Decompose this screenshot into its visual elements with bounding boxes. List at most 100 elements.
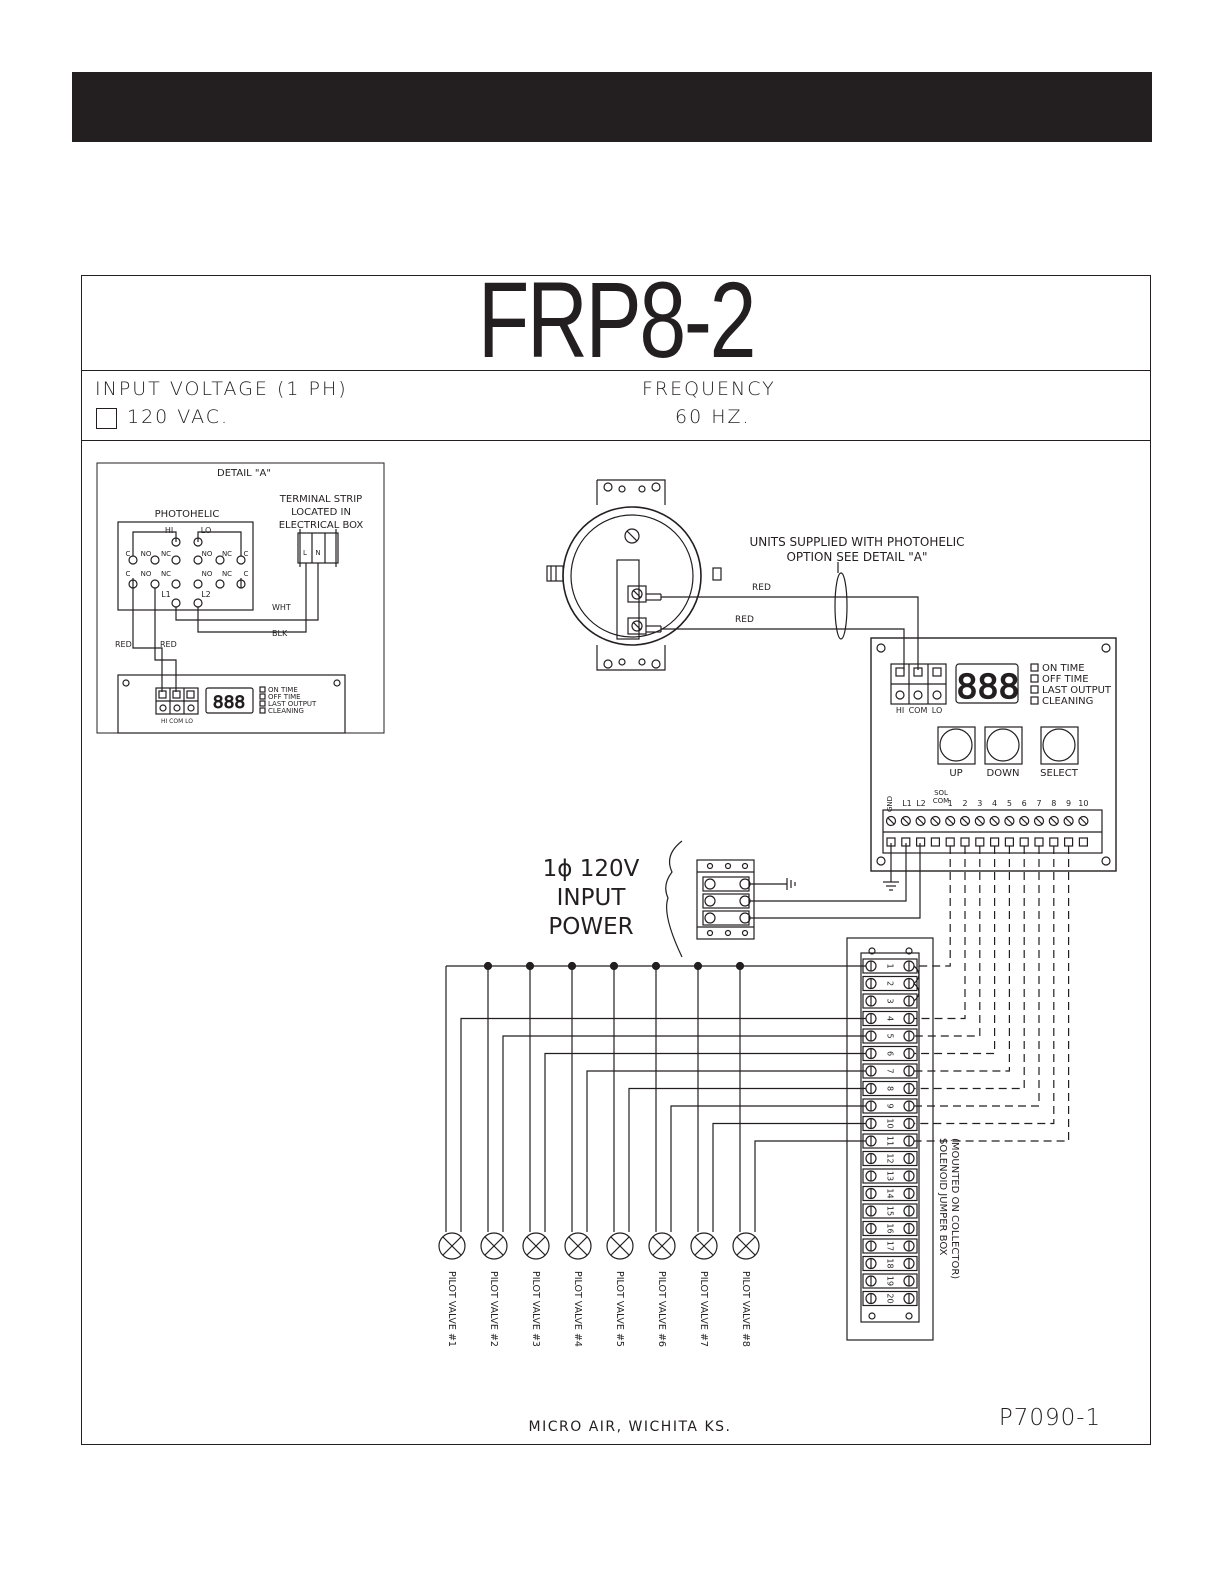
- controller-terminal-screw: [1033, 815, 1045, 827]
- svg-text:L: L: [303, 549, 307, 557]
- output-dashed-wire: [914, 846, 1011, 1072]
- pilot-valve-symbol: [606, 1232, 634, 1260]
- svg-text:C: C: [126, 570, 131, 578]
- gauge-terminal-block: [616, 559, 640, 640]
- controller-terminal-socket: [1019, 837, 1029, 847]
- controller-terminal-socket: [1049, 837, 1059, 847]
- select-button[interactable]: [1042, 728, 1076, 762]
- main-wire-red-2: [661, 628, 905, 670]
- jumper-box-number: 20: [886, 1293, 895, 1303]
- detail-a: [96, 462, 385, 734]
- output-dashed-wire: [914, 846, 951, 967]
- jumper-box-number: 19: [886, 1276, 895, 1286]
- output-label: 10: [1078, 799, 1088, 808]
- detail-contacts: [128, 531, 246, 608]
- detail-wire-wht: [175, 563, 319, 621]
- svg-text:COM: COM: [933, 797, 949, 805]
- power-label-3: POWER: [548, 914, 633, 940]
- detail-wire-red-2: [132, 588, 163, 692]
- title-divider: [81, 370, 1151, 371]
- down-button[interactable]: [986, 728, 1020, 762]
- output-label: 5: [1007, 799, 1012, 808]
- output-label: 2: [962, 799, 967, 808]
- pilot-valve-symbol: [522, 1232, 550, 1260]
- output-dashed-wires: [914, 846, 1070, 1142]
- output-label: 1: [948, 799, 953, 808]
- pilot-valve-symbol: [438, 1232, 466, 1260]
- frequency-label: FREQUENCY: [642, 378, 776, 400]
- output-dashed-wire: [914, 846, 996, 1055]
- svg-text:RED: RED: [160, 640, 177, 649]
- jumper-box-number: 3: [886, 998, 895, 1003]
- svg-text:RED: RED: [752, 583, 771, 593]
- voltage-checkbox[interactable]: [96, 408, 117, 429]
- select-button-label: SELECT: [1040, 768, 1079, 779]
- svg-text:L2: L2: [916, 799, 926, 808]
- controller-terminal-screw: [959, 815, 971, 827]
- detail-a-text: DETAIL "A" PHOTOHELIC TERMINAL STRIP LOC…: [115, 468, 363, 725]
- output-label: 4: [992, 799, 997, 808]
- output-label: 7: [1036, 799, 1041, 808]
- drawing-number: P7090-1: [999, 1405, 1101, 1431]
- detail-wire-blk: [197, 563, 307, 633]
- svg-text:LAST OUTPUT: LAST OUTPUT: [268, 700, 317, 708]
- jumper-box-row: [862, 1150, 918, 1167]
- up-button-frame: [937, 726, 976, 765]
- svg-text:OFF TIME: OFF TIME: [1042, 674, 1089, 685]
- svg-text:C: C: [244, 570, 249, 578]
- controller-terminal-screw: [1004, 815, 1015, 827]
- output-dashed-wire: [914, 846, 1055, 1125]
- input-voltage-value: 120 VAC.: [127, 406, 230, 428]
- power-label-1: 1ϕ 120V: [543, 856, 640, 882]
- svg-text:TERMINAL STRIP: TERMINAL STRIP: [279, 494, 362, 505]
- jumper-box-number: 14: [886, 1188, 895, 1198]
- valve-switched-leg: [460, 1017, 866, 1232]
- jumper-box-number: 4: [886, 1016, 895, 1021]
- svg-text:LO: LO: [201, 526, 211, 535]
- svg-text:GND: GND: [886, 796, 894, 812]
- svg-text:N: N: [315, 549, 320, 557]
- pilot-valve-label: PILOT VALVE #2: [488, 1271, 499, 1347]
- svg-text:NC: NC: [222, 550, 232, 558]
- pilot-valve-label: PILOT VALVE #4: [572, 1271, 583, 1347]
- controller-terminal-screw: [989, 815, 1000, 827]
- pilot-valve-symbol: [564, 1232, 592, 1260]
- controller-terminal-socket: [945, 837, 955, 847]
- svg-text:PHOTOHELIC: PHOTOHELIC: [155, 509, 220, 520]
- svg-text:L1: L1: [161, 590, 171, 599]
- photohelic-option-bundle: [834, 572, 848, 640]
- svg-text:SOL: SOL: [934, 789, 948, 797]
- output-label: 8: [1051, 799, 1056, 808]
- pilot-valve-symbol: [480, 1232, 508, 1260]
- pilot-valve-label: PILOT VALVE #1: [446, 1271, 457, 1347]
- svg-text:COM: COM: [909, 706, 928, 715]
- controller-board: [870, 637, 1117, 872]
- svg-text:NO: NO: [202, 550, 213, 558]
- svg-text:ON TIME: ON TIME: [1042, 663, 1085, 674]
- svg-text:888: 888: [213, 693, 245, 713]
- pilot-valve-symbol: [648, 1232, 676, 1260]
- controller-terminal-socket: [1034, 837, 1044, 847]
- controller-terminal-screw: [900, 815, 911, 827]
- jumper-box-row: [862, 993, 918, 1009]
- main-text: UNITS SUPPLIED WITH PHOTOHELIC OPTION SE…: [446, 535, 1112, 1435]
- svg-text:C: C: [244, 550, 249, 558]
- jumper-box-number: 17: [886, 1241, 895, 1251]
- valve-switched-leg: [502, 1035, 866, 1232]
- jumper-box-number: 6: [886, 1051, 895, 1056]
- detail-wire-red-1: [154, 588, 177, 692]
- controller-terminal-screw: [974, 815, 985, 827]
- output-dashed-wire: [914, 846, 1040, 1107]
- power-wire-l2: [750, 843, 921, 919]
- jumper-box-row: [862, 1255, 918, 1272]
- output-dashed-wire: [914, 846, 1070, 1142]
- model-title: FRP8-2: [477, 259, 757, 380]
- jumper-box-row: [862, 1273, 918, 1289]
- controller-terminal-socket: [1078, 837, 1089, 847]
- jumper-box-number: 2: [886, 981, 895, 986]
- up-button[interactable]: [939, 728, 973, 762]
- svg-text:CLEANING: CLEANING: [1042, 696, 1093, 707]
- input-voltage-label: INPUT VOLTAGE (1 PH): [95, 378, 348, 400]
- power-label-2: INPUT: [557, 885, 627, 911]
